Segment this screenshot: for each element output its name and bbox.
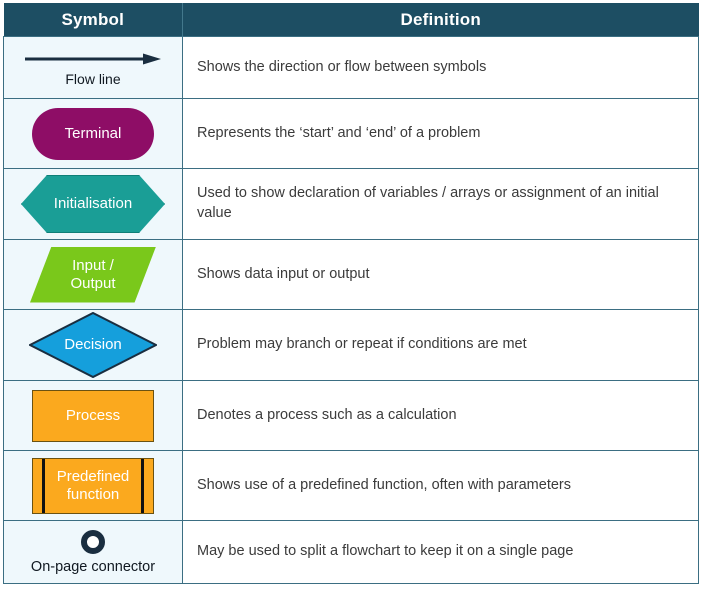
definition-cell-on-page-connector: May be used to split a flowchart to keep… bbox=[182, 520, 699, 584]
terminal-shape: Terminal bbox=[32, 107, 154, 160]
input-output-symbol: Input / Output bbox=[4, 246, 182, 303]
decision-symbol: Decision bbox=[4, 312, 182, 378]
diamond-outline bbox=[29, 312, 157, 378]
definition-text: Shows the direction or flow between symb… bbox=[197, 58, 487, 75]
hexagon-fill bbox=[21, 175, 165, 233]
table-body: Flow line Shows the direction or flow be… bbox=[3, 36, 699, 584]
symbol-cell-input-output: Input / Output bbox=[3, 239, 183, 310]
symbol-label: Process bbox=[65, 406, 121, 424]
predefined-function-symbol: Predefined function bbox=[4, 457, 182, 514]
parallelogram-shape: Input / Output bbox=[30, 246, 156, 303]
hexagon-shape: Initialisation bbox=[21, 175, 165, 233]
definition-cell-initialisation: Used to show declaration of variables / … bbox=[182, 168, 699, 240]
symbol-label: Flow line bbox=[65, 71, 121, 87]
circle-icon bbox=[81, 530, 105, 554]
symbol-cell-on-page-connector: On-page connector bbox=[3, 520, 183, 584]
symbol-label: Terminal bbox=[64, 124, 122, 142]
table-row: Initialisation Used to show declaration … bbox=[3, 168, 699, 240]
symbol-label: On-page connector bbox=[30, 559, 156, 575]
predefined-bar-right bbox=[141, 458, 144, 513]
definition-cell-flow-line: Shows the direction or flow between symb… bbox=[182, 36, 699, 99]
definition-cell-input-output: Shows data input or output bbox=[182, 239, 699, 310]
symbol-cell-process: Process bbox=[3, 380, 183, 451]
definition-cell-terminal: Represents the ‘start’ and ‘end’ of a pr… bbox=[182, 98, 699, 169]
initialisation-symbol: Initialisation bbox=[4, 175, 182, 233]
terminal-symbol: Terminal bbox=[4, 107, 182, 160]
definition-text: Problem may branch or repeat if conditio… bbox=[197, 336, 527, 353]
definition-cell-predefined-function: Shows use of a predefined function, ofte… bbox=[182, 450, 699, 521]
predefined-bar-left bbox=[42, 458, 45, 513]
on-page-connector-symbol: On-page connector bbox=[4, 526, 182, 578]
symbol-cell-flow-line: Flow line bbox=[3, 36, 183, 99]
process-shape: Process bbox=[32, 389, 154, 442]
symbol-cell-predefined-function: Predefined function bbox=[3, 450, 183, 521]
table-row: Decision Problem may branch or repeat if… bbox=[3, 309, 699, 381]
table-row: Predefined function Shows use of a prede… bbox=[3, 450, 699, 521]
table-row: Flow line Shows the direction or flow be… bbox=[3, 36, 699, 99]
symbol-cell-initialisation: Initialisation bbox=[3, 168, 183, 240]
table-row: Input / Output Shows data input or outpu… bbox=[3, 239, 699, 310]
definition-cell-decision: Problem may branch or repeat if conditio… bbox=[182, 309, 699, 381]
header-row: Symbol Definition bbox=[3, 3, 699, 37]
symbol-cell-decision: Decision bbox=[3, 309, 183, 381]
symbol-cell-terminal: Terminal bbox=[3, 98, 183, 169]
table-row: Process Denotes a process such as a calc… bbox=[3, 380, 699, 451]
definition-text: Used to show declaration of variables / … bbox=[197, 185, 659, 221]
parallelogram-fill bbox=[30, 246, 156, 303]
definition-text: Shows data input or output bbox=[197, 265, 370, 282]
definition-text: May be used to split a flowchart to keep… bbox=[197, 543, 574, 560]
definition-text: Shows use of a predefined function, ofte… bbox=[197, 476, 571, 493]
predefined-function-shape: Predefined function bbox=[32, 457, 154, 514]
flow-line-symbol: Flow line bbox=[4, 46, 182, 89]
table-row: On-page connector May be used to split a… bbox=[3, 520, 699, 584]
definition-text: Denotes a process such as a calculation bbox=[197, 406, 457, 423]
process-symbol: Process bbox=[4, 389, 182, 442]
flowchart-symbols-table: Symbol Definition Flow line Shows bbox=[3, 3, 699, 584]
table-header: Symbol Definition bbox=[3, 3, 699, 37]
table-row: Terminal Represents the ‘start’ and ‘end… bbox=[3, 98, 699, 169]
column-header-symbol: Symbol bbox=[3, 3, 183, 37]
column-header-definition: Definition bbox=[182, 3, 699, 37]
arrow-right-icon bbox=[25, 53, 161, 65]
diamond-shape: Decision bbox=[29, 312, 157, 378]
symbol-label: Predefined function bbox=[56, 468, 130, 503]
definition-text: Represents the ‘start’ and ‘end’ of a pr… bbox=[197, 124, 481, 141]
definition-cell-process: Denotes a process such as a calculation bbox=[182, 380, 699, 451]
